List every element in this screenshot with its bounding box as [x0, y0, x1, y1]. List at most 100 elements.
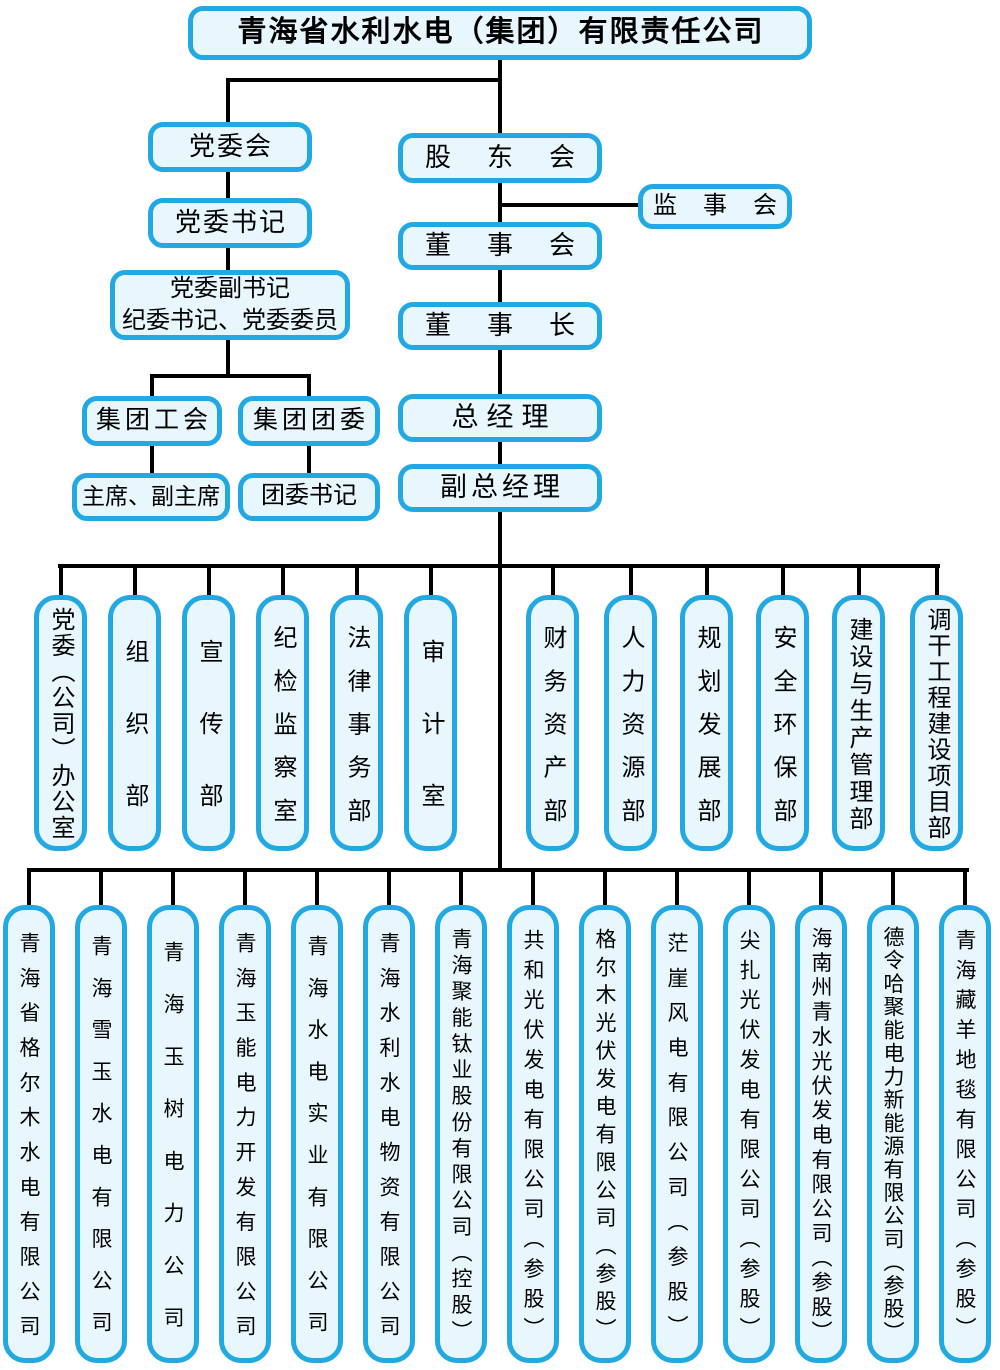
- subsidiary-label: 茫崖风电有限公司（参股）: [665, 931, 689, 1350]
- connector-line: [498, 440, 502, 466]
- connector-line: [226, 246, 230, 272]
- department-label: 审计室: [417, 639, 443, 855]
- connector-line: [628, 566, 633, 597]
- connector-line: [150, 444, 154, 475]
- youth-league-secretary-box: 团委书记: [238, 473, 380, 521]
- connector-line: [206, 566, 211, 597]
- connector-line: [963, 870, 967, 907]
- department-label: 法律事务部: [343, 624, 369, 841]
- org-root-label: 青海省水利水电（集团）有限责任公司: [237, 16, 765, 49]
- board-chairman-box: 董事长: [398, 302, 602, 350]
- shareholders-meeting-box: 股东会: [398, 133, 602, 183]
- subsidiary-box: 青海聚能钛业股份有限公司（控股）: [435, 905, 487, 1363]
- supervisory-board-box: 监事会: [638, 184, 792, 229]
- youth-league-secretary-label: 团委书记: [261, 483, 357, 510]
- connector-line: [307, 374, 311, 398]
- department-label: 党委（公司）办公室: [47, 607, 73, 841]
- connector-line: [132, 566, 137, 597]
- connector-line: [500, 203, 642, 207]
- subsidiary-label: 海南州青水光伏发电有限公司（参股）: [809, 926, 833, 1345]
- connector-line: [704, 566, 709, 597]
- connector-line: [498, 181, 502, 224]
- org-root-box: 青海省水利水电（集团）有限责任公司: [188, 6, 812, 60]
- department-box: 法律事务部: [330, 595, 383, 851]
- connector-line: [428, 566, 433, 597]
- subsidiary-box: 青海雪玉水电有限公司: [75, 905, 127, 1363]
- department-box: 安全环保部: [756, 595, 809, 851]
- deputy-party-secretary-labels: 党委副书记 纪委书记、党委委员: [122, 273, 338, 337]
- chairman-vice-chairman-box: 主席、副主席: [72, 473, 230, 521]
- department-label: 调干工程建设项目部: [923, 607, 949, 841]
- deputy-party-secretary-line2: 纪委书记、党委委员: [122, 308, 338, 334]
- supervisory-board-label: 监事会: [653, 192, 803, 219]
- party-secretary-label: 党委书记: [174, 208, 287, 238]
- subsidiary-label: 青海水利水电物资有限公司: [377, 931, 401, 1350]
- department-label: 纪检监察室: [269, 624, 295, 841]
- connector-line: [531, 870, 535, 907]
- general-manager-label: 总经理: [451, 402, 557, 433]
- department-box: 审计室: [404, 595, 457, 855]
- department-box: 组织部: [108, 595, 161, 855]
- subsidiary-label: 德令哈聚能电力新能源有限公司（参股）: [881, 926, 905, 1345]
- subsidiary-label: 青海雪玉水电有限公司: [89, 935, 113, 1354]
- connector-line: [307, 444, 311, 475]
- connector-line: [27, 868, 969, 872]
- subsidiary-label: 青海省格尔木水电有限公司: [17, 931, 41, 1350]
- connector-line: [856, 566, 861, 597]
- party-secretary-box: 党委书记: [148, 198, 312, 248]
- subsidiary-label: 青海水电实业有限公司: [305, 935, 329, 1354]
- subsidiary-box: 茫崖风电有限公司（参股）: [651, 905, 703, 1363]
- department-label: 财务资产部: [539, 624, 565, 841]
- connector-line: [675, 870, 679, 907]
- department-box: 规划发展部: [680, 595, 733, 851]
- connector-line: [150, 374, 154, 398]
- subsidiary-box: 共和光伏发电有限公司（参股）: [507, 905, 559, 1363]
- subsidiary-box: 格尔木光伏发电有限公司（参股）: [579, 905, 631, 1363]
- connector-line: [934, 566, 939, 597]
- connector-line: [459, 870, 463, 907]
- subsidiary-label: 青海藏羊地毯有限公司（参股）: [953, 929, 977, 1348]
- connector-line: [819, 870, 823, 907]
- subsidiary-box: 青海玉树电力公司: [147, 905, 199, 1363]
- department-label: 组织部: [121, 639, 147, 855]
- connector-line: [226, 78, 230, 124]
- subsidiary-label: 共和光伏发电有限公司（参股）: [521, 929, 545, 1348]
- connector-line: [150, 374, 311, 378]
- department-box: 财务资产部: [526, 595, 579, 851]
- connector-line: [315, 870, 319, 907]
- subsidiary-box: 尖扎光伏发电有限公司（参股）: [723, 905, 775, 1363]
- deputy-general-manager-label: 副总经理: [440, 472, 564, 503]
- connector-line: [58, 566, 63, 597]
- connector-line: [243, 870, 247, 907]
- connector-line: [99, 870, 103, 907]
- subsidiary-box: 德令哈聚能电力新能源有限公司（参股）: [867, 905, 919, 1363]
- subsidiary-box: 青海藏羊地毯有限公司（参股）: [939, 905, 991, 1363]
- party-committee-box: 党委会: [148, 122, 312, 172]
- board-of-directors-label: 董事会: [424, 231, 611, 261]
- connector-line: [354, 566, 359, 597]
- department-label: 人力资源部: [617, 624, 643, 841]
- department-label: 安全环保部: [769, 624, 795, 841]
- connector-line: [27, 870, 31, 907]
- connector-line: [280, 566, 285, 597]
- connector-line: [226, 170, 230, 200]
- chairman-vice-chairman-label: 主席、副主席: [82, 483, 220, 509]
- subsidiary-box: 海南州青水光伏发电有限公司（参股）: [795, 905, 847, 1363]
- connector-line: [747, 870, 751, 907]
- department-box: 建设与生产管理部: [832, 595, 885, 851]
- subsidiary-box: 青海玉能电力开发有限公司: [219, 905, 271, 1363]
- connector-line: [603, 870, 607, 907]
- department-box: 党委（公司）办公室: [34, 595, 87, 851]
- general-manager-box: 总经理: [398, 394, 602, 442]
- subsidiary-label: 尖扎光伏发电有限公司（参股）: [737, 929, 761, 1348]
- connector-line: [498, 60, 502, 135]
- board-chairman-label: 董事长: [424, 311, 611, 341]
- subsidiary-box: 青海水利水电物资有限公司: [363, 905, 415, 1363]
- subsidiary-label: 青海玉能电力开发有限公司: [233, 931, 257, 1350]
- deputy-general-manager-box: 副总经理: [398, 464, 602, 512]
- connector-line: [58, 564, 940, 568]
- deputy-party-secretary-box: 党委副书记 纪委书记、党委委员: [110, 270, 350, 340]
- shareholders-meeting-label: 股东会: [424, 143, 611, 173]
- connector-line: [498, 510, 502, 872]
